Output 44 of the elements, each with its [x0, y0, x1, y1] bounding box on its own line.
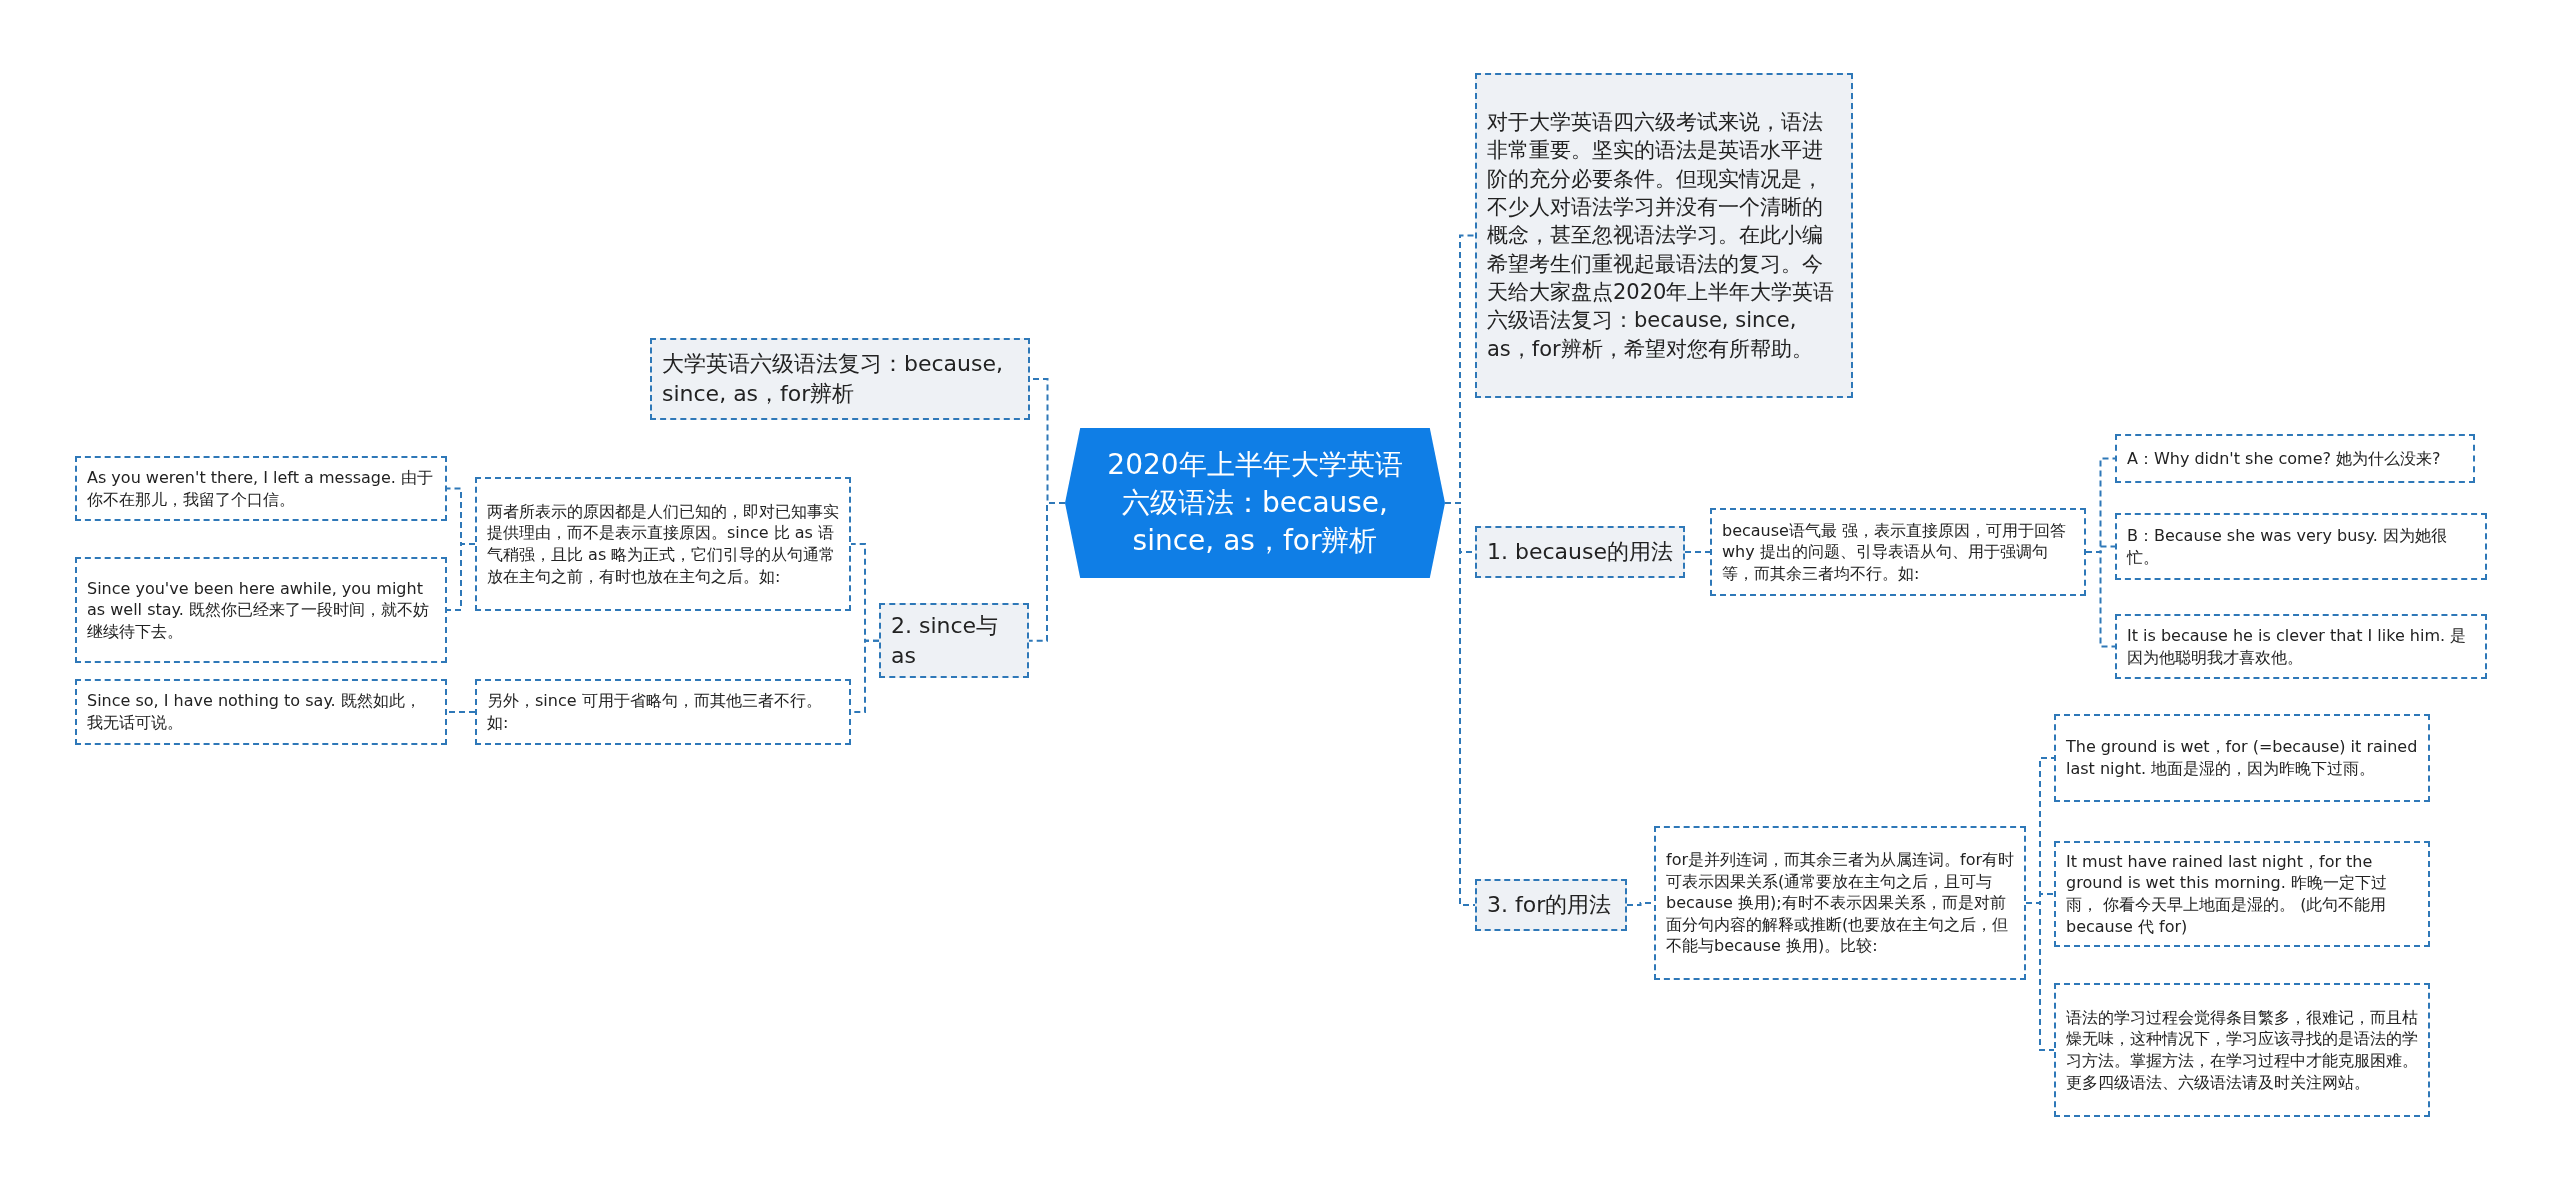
topic-text: 2. since与as [891, 612, 1000, 670]
topic-box [879, 603, 1029, 679]
connector-line [2085, 551, 2116, 648]
connector-line [446, 711, 476, 713]
topic-text: The ground is wet，for (=because) it rained last night. 地面是湿的，因为昨晚下过雨。 [2066, 736, 2418, 780]
connector-line [1684, 551, 1711, 553]
note-box [2054, 983, 2430, 1117]
note-box [2115, 434, 2475, 483]
note-box [1654, 826, 2026, 980]
topic-box [650, 338, 1030, 420]
topic-text: for是并列连词，而其余三者为从属连词。for有时可表示因果关系(通常要放在主句之后，且可与 because 换用);有时不表示因果关系，而是对前面分句内容的解释或推断(也要放在主句之后，但不能与because 换用)。比较: [1666, 849, 2014, 957]
connector-line [1028, 502, 1066, 642]
topic-text: 对于大学英语四六级考试来说，语法非常重要。坚实的语法是英语水平进阶的充分必要条件。但现实情况是，不少人对语法学习并没有一个清晰的概念，甚至忽视语法学习。在此小编希望考生们重视起最语法的复习。今天给大家盘点2020年上半年大学英语六级语法复习：because, since, as，for辨析，希望对您有所帮助。 [1487, 108, 1836, 363]
topic-text: 另外，since 可用于省略句，而其他三者不行。如: [487, 690, 823, 734]
note-box [2054, 714, 2430, 802]
note-box [475, 679, 851, 745]
topic-text: 语法的学习过程会觉得条目繁多，很难记，而且枯燥无味，这种情况下，学习应该寻找的是语法的学习方法。掌握方法，在学习过程中才能克服困难。更多四级语法、六级语法请及时关注网站。 [2066, 1006, 2418, 1094]
connector-line [446, 543, 476, 611]
note-box [475, 477, 851, 611]
note-box [75, 557, 447, 663]
connector-line [2025, 902, 2055, 1051]
topic-text: 两者所表示的原因都是人们已知的，即对已知事实提供理由，而不是表示直接原因。since 比 as 语气稍强，且比 as 略为正式，它们引导的从句通常放在主句之前，有时也放在主句之后。如: [487, 500, 839, 588]
central-topic [1065, 428, 1445, 578]
note-box [1710, 508, 2086, 596]
topic-title: 2020年上半年大学英语六级语法：because, since, as，for辨析 [1106, 447, 1404, 559]
topic-text: Since so, I have nothing to say. 既然如此，我无话可说。 [87, 690, 422, 734]
topic-text: Since you've been here awhile, you might as well stay. 既然你已经来了一段时间，就不妨继续待下去。 [87, 577, 430, 643]
note-box [75, 456, 447, 521]
note-box [2054, 841, 2430, 947]
topic-box [1475, 879, 1627, 931]
topic-box [1475, 73, 1853, 398]
topic-text: 1. because的用法 [1487, 538, 1673, 567]
topic-text: 3. for的用法 [1487, 891, 1612, 920]
note-box [75, 679, 447, 745]
topic-text: It must have rained last night，for the ground is wet this morning. 昨晚一定下过雨， 你看今天早上地面是湿的。 (此句不能用 because 代 for) [2066, 850, 2388, 938]
topic-text: B：Because she was very busy. 因为她很忙。 [2127, 524, 2448, 569]
note-box [2115, 614, 2487, 679]
topic-box [1475, 526, 1685, 578]
note-box [2115, 513, 2487, 580]
topic-text: 大学英语六级语法复习：because, since, as，for辨析 [662, 350, 1004, 408]
topic-text: A：Why didn't she come? 她为什么没来? [2127, 447, 2441, 470]
topic-text: because语气最 强，表示直接原因，可用于回答 why 提出的问题、引导表语从句、用于强调句等，而其余三者均不行。如: [1722, 519, 2067, 585]
topic-text: It is because he is clever that I like him. 是因为他聪明我才喜欢他。 [2127, 624, 2468, 669]
topic-text: As you weren't there, I left a message. 由于你不在那儿，我留了个口信。 [87, 466, 435, 511]
